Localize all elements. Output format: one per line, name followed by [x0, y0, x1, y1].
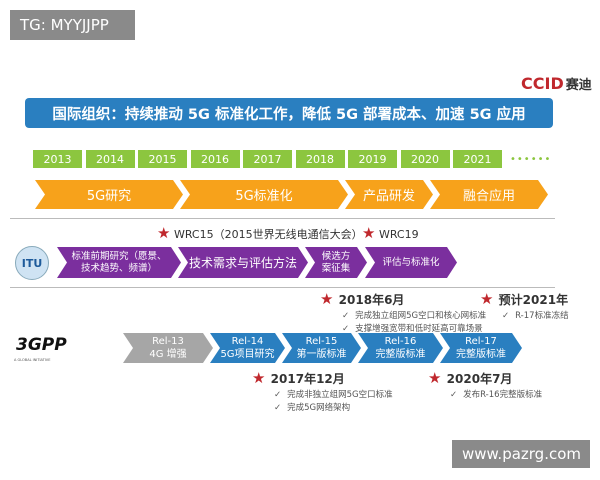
check-icon: ✓	[342, 311, 350, 321]
banner-title: 国际组织：持续推动 5G 标准化工作，降低 5G 部署成本、加速 5G 应用	[25, 98, 553, 128]
milestone-item-text: 支撑增强宽带和低时延高可靠场景	[355, 324, 483, 334]
star-icon: ★	[362, 224, 376, 242]
milestone: ★ 2017年12月 ✓ 完成非独立组网5G空口标准 ✓ 完成5G网络架构	[252, 369, 393, 413]
milestone-date: ★ 2020年7月	[428, 369, 542, 387]
phase-chevron: 5G研究	[35, 180, 183, 209]
release-chevron: Rel-14 5G项目研究	[210, 333, 285, 363]
milestone-label: WRC15（2015世界无线电通信大会）	[173, 228, 363, 241]
release-name: Rel-16	[384, 336, 417, 347]
3gpp-logo: 3GPP	[16, 335, 67, 355]
release-name: Rel-13	[152, 336, 184, 347]
year-box: 2013	[33, 150, 82, 168]
release-chevron: Rel-17 完整版标准	[440, 333, 522, 363]
logo-text: CCID	[521, 74, 564, 93]
milestone-item: ✓ R-17标准冻结	[502, 309, 569, 321]
star-icon: ★	[480, 290, 499, 308]
milestone-item-text: R-17标准冻结	[515, 311, 569, 321]
check-icon: ✓	[342, 324, 350, 334]
itu-stage-chevron: 评估与标准化	[365, 247, 457, 278]
year-box: 2020	[400, 150, 450, 168]
release-desc: 4G 增强	[149, 349, 187, 360]
stage-line-2: 案征集	[321, 262, 351, 274]
check-icon: ✓	[502, 311, 510, 321]
stage-line-1: 技术需求与评估方法	[188, 255, 297, 270]
release-desc: 完整版标准	[456, 349, 506, 360]
release-name: Rel-17	[465, 336, 497, 347]
release-name: Rel-14	[231, 336, 264, 347]
itu-milestone-wrc19: ★ WRC19	[362, 224, 419, 242]
milestone-date: ★ 预计2021年	[480, 290, 569, 308]
itu-logo: ITU	[15, 246, 49, 280]
milestone-item: ✓ 完成非独立组网5G空口标准	[274, 388, 393, 400]
star-icon: ★	[320, 290, 339, 308]
itu-stage-chevron: 标准前期研究（愿景、技术趋势、频谱）	[57, 247, 181, 278]
milestone-date: ★ 2018年6月	[320, 290, 486, 308]
release-chevron: Rel-15 第一版标准	[282, 333, 361, 363]
milestone-item-text: 完成独立组网5G空口和核心网标准	[355, 311, 487, 321]
itu-stage-chevron: 候选方案征集	[305, 247, 367, 278]
year-box: 2014	[85, 150, 135, 168]
year-box: 2018	[295, 150, 345, 168]
release-desc: 5G项目研究	[220, 349, 275, 360]
years-more: ••••••	[510, 153, 552, 165]
year-box: 2019	[348, 150, 397, 168]
milestone-item: ✓ 完成5G网络架构	[274, 401, 393, 413]
logo-cn: 赛迪	[565, 78, 592, 93]
year-box: 2015	[138, 150, 187, 168]
stage-line-1: 评估与标准化	[382, 256, 440, 268]
3gpp-logo-sub: A GLOBAL INITIATIVE	[14, 358, 51, 362]
divider	[10, 218, 555, 219]
milestone-date-text: 2020年7月	[446, 372, 513, 386]
milestone: ★ 2018年6月 ✓ 完成独立组网5G空口和核心网标准 ✓ 支撑增强宽带和低时延高可靠…	[320, 290, 486, 334]
star-icon: ★	[252, 369, 271, 387]
milestone-label: WRC19	[378, 228, 419, 241]
milestone-date: ★ 2017年12月	[252, 369, 393, 387]
milestone-item-text: 完成5G网络架构	[287, 403, 351, 413]
release-chevron: Rel-13 4G 增强	[123, 333, 213, 363]
stage-line-2: 技术趋势、频谱）	[80, 262, 157, 274]
year-box: 2016	[190, 150, 240, 168]
itu-stage-chevron: 技术需求与评估方法	[178, 247, 308, 278]
milestone: ★ 2020年7月 ✓ 发布R-16完整版标准	[428, 369, 542, 400]
stage-line-1: 标准前期研究（愿景、	[71, 250, 167, 262]
divider	[10, 287, 555, 288]
milestone-item-text: 发布R-16完整版标准	[463, 390, 543, 400]
release-desc: 第一版标准	[296, 349, 347, 360]
milestone-item-text: 完成非独立组网5G空口标准	[287, 390, 393, 400]
milestone-date-text: 2017年12月	[270, 372, 345, 386]
release-desc: 完整版标准	[375, 349, 426, 360]
year-box: 2021	[453, 150, 502, 168]
milestone-item: ✓ 发布R-16完整版标准	[450, 388, 542, 400]
phase-chevron: 融合应用	[430, 180, 548, 209]
year-box: 2017	[243, 150, 292, 168]
check-icon: ✓	[450, 390, 458, 400]
phase-chevron: 5G标准化	[180, 180, 348, 209]
milestone-item: ✓ 完成独立组网5G空口和核心网标准	[342, 309, 486, 321]
itu-milestone-wrc15: ★ WRC15（2015世界无线电通信大会）	[157, 224, 363, 242]
watermark-top: TG: MYYJJPP	[10, 10, 135, 40]
stage-line-1: 候选方	[321, 250, 351, 262]
release-name: Rel-15	[305, 336, 338, 347]
phase-chevron: 产品研发	[345, 180, 433, 209]
check-icon: ✓	[274, 390, 282, 400]
watermark-bottom: www.pazrg.com	[452, 440, 590, 468]
release-chevron: Rel-16 完整版标准	[358, 333, 443, 363]
milestone-date-text: 预计2021年	[498, 293, 569, 307]
star-icon: ★	[428, 369, 447, 387]
star-icon: ★	[157, 224, 171, 242]
milestone-item: ✓ 支撑增强宽带和低时延高可靠场景	[342, 322, 486, 334]
milestone-date-text: 2018年6月	[338, 293, 405, 307]
milestone: ★ 预计2021年 ✓ R-17标准冻结	[480, 290, 569, 321]
check-icon: ✓	[274, 403, 282, 413]
